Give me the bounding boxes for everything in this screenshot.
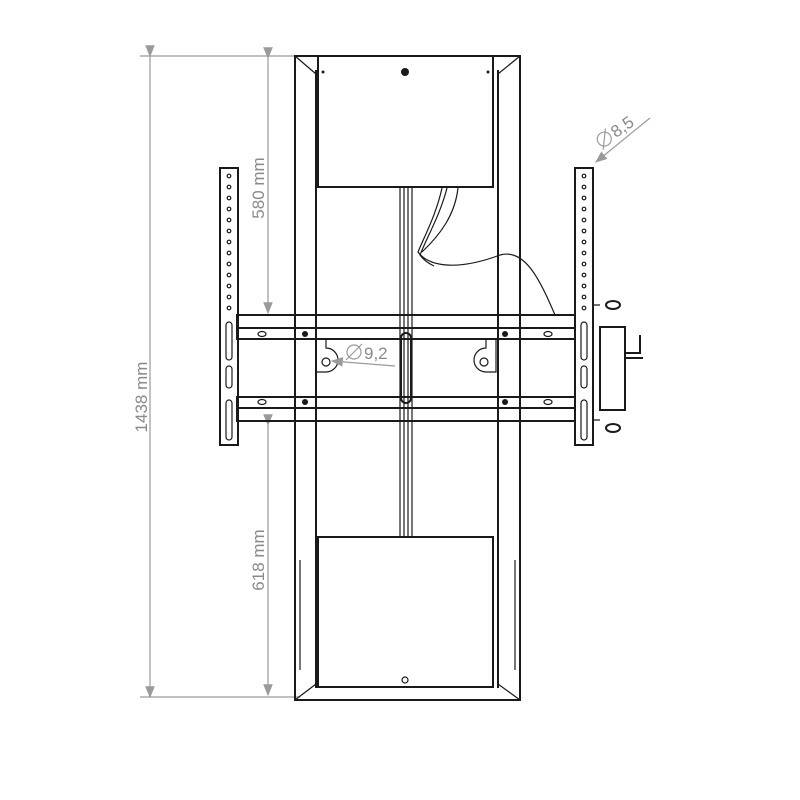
bracket-hole (226, 195, 232, 201)
bracket-hole (226, 239, 232, 245)
left-bracket (219, 167, 239, 446)
bracket-hole (226, 283, 232, 289)
keyhole-left (315, 340, 339, 373)
upper-height-label: 580 mm (249, 157, 268, 218)
bracket-slot (225, 321, 233, 361)
bracket-slot (225, 399, 233, 441)
bracket-hole-label: 8,5 (607, 112, 637, 141)
bracket-hole (226, 206, 232, 212)
upper-crossbar (236, 314, 576, 340)
right-bracket (574, 167, 594, 446)
bracket-hole (581, 250, 587, 256)
bracket-hole (226, 173, 232, 179)
keyhole-callout: 9,2 (330, 343, 396, 367)
total-height-label: 1438 mm (132, 362, 151, 433)
cable (417, 187, 556, 316)
bracket-slot (225, 365, 233, 389)
bracket-slot (580, 321, 588, 361)
bracket-hole (581, 173, 587, 179)
bottom-box (317, 536, 494, 688)
bracket-hole (226, 305, 232, 311)
bracket-slot (580, 365, 588, 389)
bracket-hole (226, 228, 232, 234)
center-slot (400, 332, 412, 404)
bracket-hole (581, 283, 587, 289)
bracket-hole (581, 272, 587, 278)
keyhole-right (473, 340, 497, 373)
bracket-slot (580, 399, 588, 441)
dimension-total (140, 45, 300, 699)
bracket-hole (226, 217, 232, 223)
bracket-hole (581, 239, 587, 245)
bracket-hole (581, 184, 587, 190)
bracket-hole-callout: 8,5 (595, 112, 651, 163)
bracket-hole (581, 195, 587, 201)
bracket-hole (226, 250, 232, 256)
bracket-hole (581, 228, 587, 234)
bracket-hole (581, 305, 587, 311)
bracket-hole (581, 206, 587, 212)
bracket-hole (226, 184, 232, 190)
top-motor-box (317, 55, 494, 188)
lower-height-label: 618 mm (249, 529, 268, 590)
bracket-hole (226, 272, 232, 278)
lower-crossbar (236, 396, 576, 422)
bracket-hole (226, 261, 232, 267)
tilt-handle (593, 300, 643, 433)
keyhole-label: 9,2 (364, 344, 388, 363)
bracket-hole (581, 294, 587, 300)
bracket-hole (226, 294, 232, 300)
bracket-hole (581, 261, 587, 267)
bracket-hole (581, 217, 587, 223)
